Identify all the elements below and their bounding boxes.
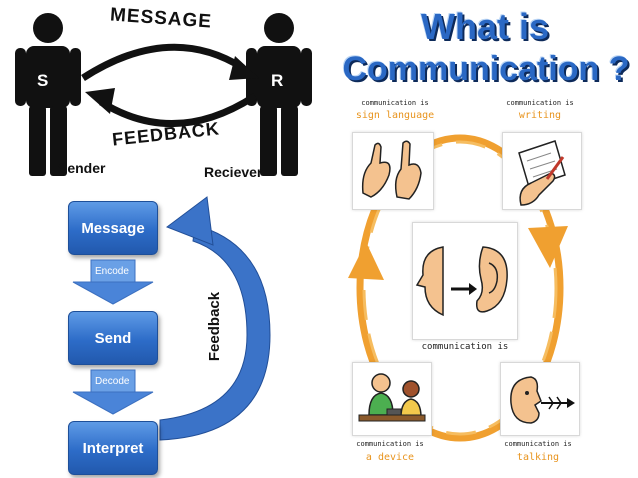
device-label: a device [365,452,415,463]
writing-label: writing [518,110,562,121]
device-card [352,362,432,436]
title-line-2: Communication ? [342,50,630,88]
sender-caption: Sender [58,160,106,176]
sign-language-label: sign language [355,110,435,121]
sign-language-card [352,132,434,210]
receiver-letter: R [271,71,284,90]
feedback-vertical-label: Feedback [206,291,224,362]
decode-label: Decode [95,376,130,387]
center-card [412,222,518,340]
decode-arrow [72,369,154,415]
encode-arrow [72,259,154,305]
feedback-curve-arrow [159,196,271,441]
sender-letter: S [37,71,49,90]
writing-card [502,132,582,210]
center-caption: communication is [421,342,509,352]
cycle-orange-ring [348,134,568,442]
title-line-1: What is [420,6,549,47]
sign-language-icon [361,140,422,200]
face-ear-icon [415,246,508,317]
device-prefix: communication is [356,440,424,448]
receiver-caption: Reciever [204,164,263,180]
sign-language-prefix: communication is [361,99,429,107]
writing-prefix: communication is [506,99,574,107]
talking-prefix: communication is [504,440,572,448]
flow-step-interpret: Interpret [68,421,158,475]
talking-label: talking [516,452,560,463]
flow-step-send: Send [68,311,158,365]
talking-icon [510,376,575,424]
flow-step-message: Message [68,201,158,255]
device-icon [358,373,426,422]
message-feedback-arrows [81,43,259,127]
sender-figure [15,13,81,176]
writing-icon [518,140,566,206]
encode-label: Encode [95,266,129,277]
talking-card [500,362,580,436]
